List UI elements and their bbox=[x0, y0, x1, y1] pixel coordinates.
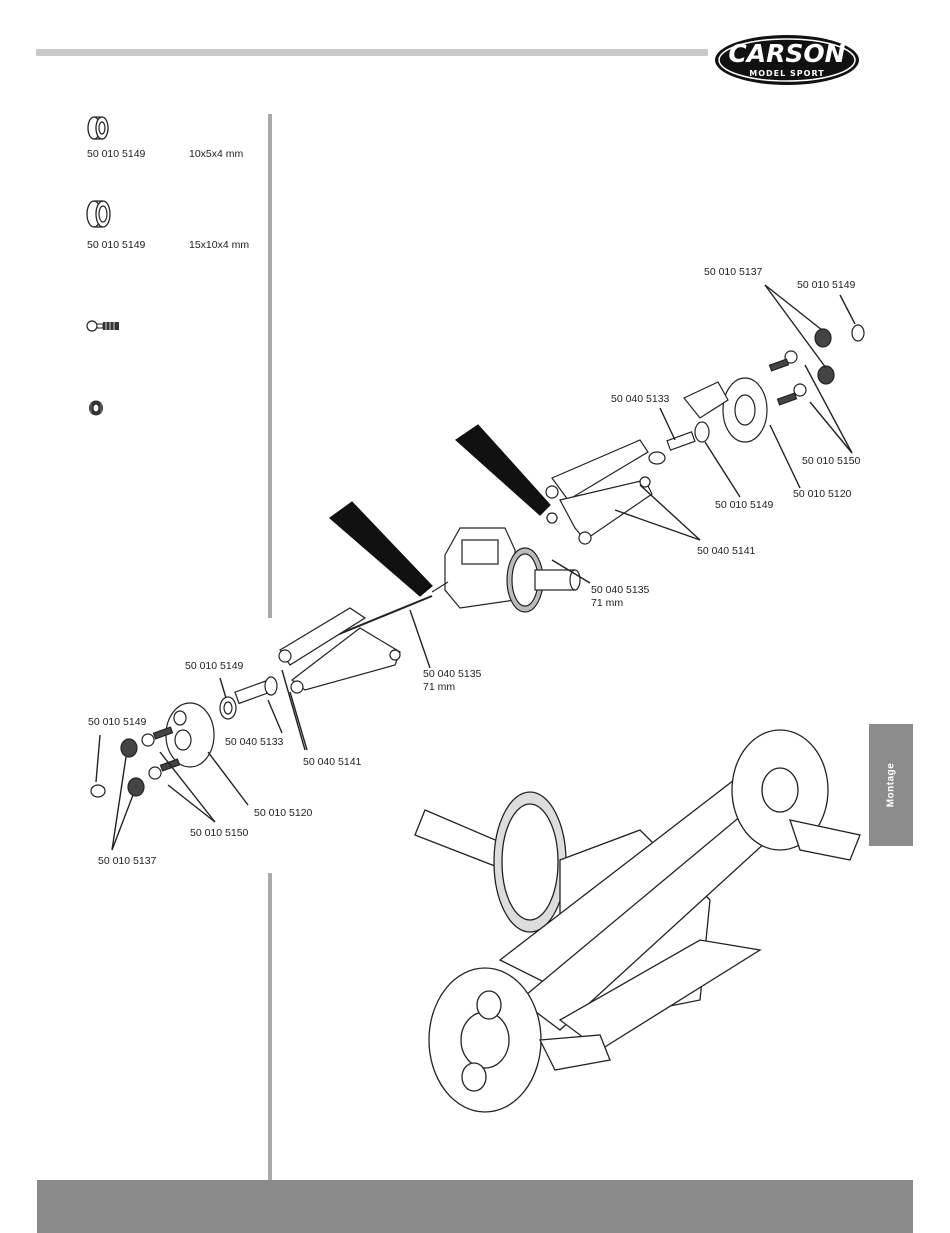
callout-right-screw: 50 010 5137 bbox=[704, 266, 762, 279]
callout-left-arms: 50 040 5141 bbox=[303, 756, 361, 769]
callout-left-hub-carrier: 50 010 5120 bbox=[254, 807, 312, 820]
callout-left-ball-studs: 50 010 5150 bbox=[190, 827, 248, 840]
callout-left-screw: 50 010 5137 bbox=[98, 855, 156, 868]
section-tab: Montage bbox=[869, 724, 913, 846]
callout-right-bearing: 50 010 5149 bbox=[797, 279, 855, 292]
callout-left-driveshaft-length: 71 mm bbox=[423, 681, 455, 694]
callout-right-arms: 50 040 5141 bbox=[697, 545, 755, 558]
callout-right-bearing-lower: 50 010 5149 bbox=[715, 499, 773, 512]
callout-right-driveshaft: 50 040 5135 bbox=[591, 584, 649, 597]
callout-right-driveshaft-length: 71 mm bbox=[591, 597, 623, 610]
section-tab-label: Montage bbox=[886, 763, 897, 808]
callout-left-hub-pin: 50 040 5133 bbox=[225, 736, 283, 749]
callout-left-bearing: 50 010 5149 bbox=[88, 716, 146, 729]
callout-left-bearing-top: 50 010 5149 bbox=[185, 660, 243, 673]
callout-left-driveshaft: 50 040 5135 bbox=[423, 668, 481, 681]
callout-right-ball-studs: 50 010 5150 bbox=[802, 455, 860, 468]
callout-right-hub-pin: 50 040 5133 bbox=[611, 393, 669, 406]
callout-right-hub-carrier: 50 010 5120 bbox=[793, 488, 851, 501]
footer-bar bbox=[37, 1180, 913, 1233]
